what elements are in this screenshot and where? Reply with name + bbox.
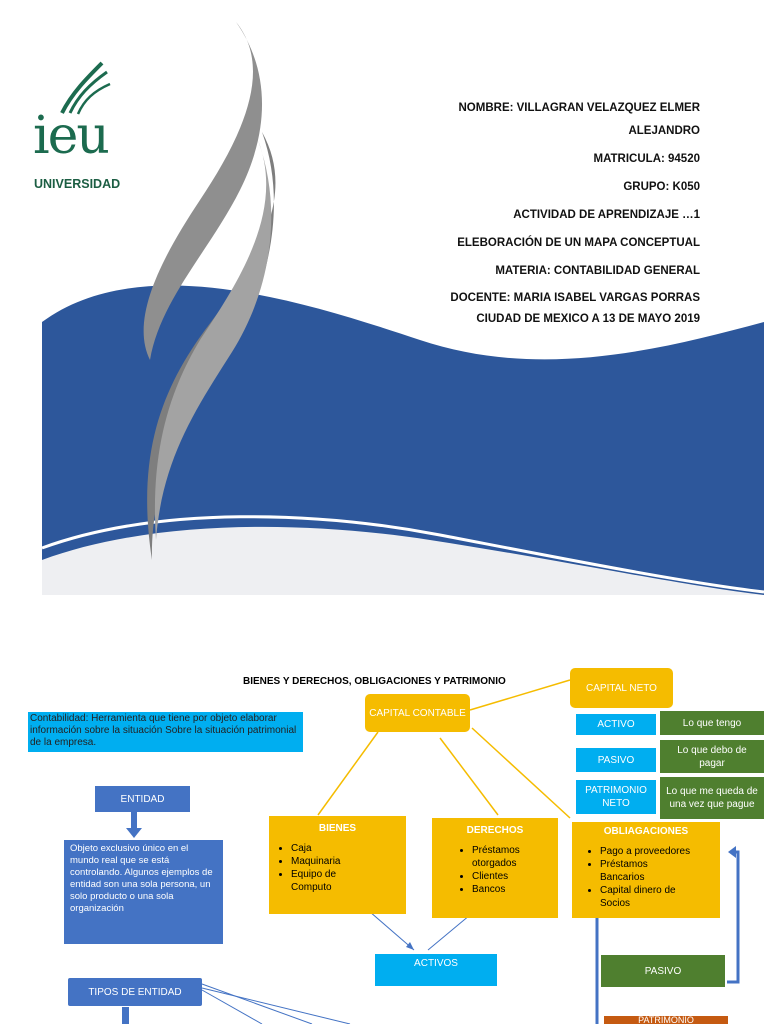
capital-neto-box: CAPITAL NETO	[570, 668, 673, 708]
list-item: Bancos	[472, 883, 554, 896]
patrimonio-neto-box: PATRIMONIO NETO	[576, 780, 656, 814]
pasivo-desc-box: Lo que debo de pagar	[660, 740, 764, 773]
logo-university: UNIVERSIDAD	[34, 177, 121, 191]
cover-elaboracion: ELEBORACIÓN DE UN MAPA CONCEPTUAL	[457, 237, 700, 249]
activos-box: ACTIVOS	[375, 954, 497, 986]
cover-wave-graphic	[41, 22, 765, 595]
obligaciones-title: OBLIAGACIONES	[603, 826, 689, 837]
bienes-box: BIENES Caja Maquinaria Equipo de Computo	[269, 816, 406, 914]
capital-contable-box: CAPITAL CONTABLE	[365, 694, 470, 732]
cover-actividad: ACTIVIDAD DE APRENDIZAJE …1	[513, 209, 700, 221]
list-item: Maquinaria	[291, 855, 402, 868]
patrimonio-desc-box: Lo que me queda de una vez que pague	[660, 777, 764, 819]
derechos-box: DERECHOS Préstamos otorgados Clientes Ba…	[432, 818, 558, 918]
list-item: Capital dinero de Socios	[600, 884, 690, 910]
list-item: Préstamos otorgados	[472, 844, 532, 870]
obligaciones-list: Pago a proveedores Préstamos Bancarios C…	[576, 845, 716, 910]
entidad-box: ENTIDAD	[95, 786, 190, 812]
activo-desc-box: Lo que tengo	[660, 711, 764, 735]
list-item: Clientes	[472, 870, 554, 883]
definition-box: Contabilidad: Herramienta que tiene por …	[28, 712, 303, 752]
obligaciones-box: OBLIAGACIONES Pago a proveedores Préstam…	[572, 822, 720, 918]
list-item: Caja	[291, 842, 402, 855]
patrimonio-cut-box: PATRIMONIO	[604, 1016, 728, 1024]
cover-materia: MATERIA: CONTABILIDAD GENERAL	[495, 265, 700, 277]
logo-wing-icon	[60, 61, 111, 115]
concept-map-page: BIENES Y DERECHOS, OBLIGACIONES Y PATRIM…	[0, 600, 768, 1024]
entidad-desc-box: Objeto exclusivo único en el mundo real …	[64, 840, 223, 944]
pasivo-green-box: PASIVO	[601, 955, 725, 987]
cover-ciudad: CIUDAD DE MEXICO A 13 DE MAYO 2019	[476, 313, 700, 325]
list-item: Equipo de Computo	[291, 868, 361, 894]
derechos-title: DERECHOS	[466, 825, 524, 836]
derechos-list: Préstamos otorgados Clientes Bancos	[436, 844, 554, 896]
cover-page: ieu UNIVERSIDAD NOMBRE: VILLAGRAN VELAZQ…	[33, 22, 765, 595]
bienes-list: Caja Maquinaria Equipo de Computo	[273, 842, 402, 894]
cover-nombre-line2: ALEJANDRO	[628, 125, 700, 137]
bienes-title: BIENES	[318, 823, 357, 834]
tipos-entidad-box: TIPOS DE ENTIDAD	[68, 978, 202, 1006]
list-item: Pago a proveedores	[600, 845, 716, 858]
logo-letters: ieu	[33, 106, 110, 166]
activo-box: ACTIVO	[576, 714, 656, 735]
cover-matricula: MATRICULA: 94520	[593, 153, 701, 165]
list-item: Préstamos Bancarios	[600, 858, 660, 884]
cover-docente: DOCENTE: MARIA ISABEL VARGAS PORRAS	[450, 292, 700, 304]
pasivo-box: PASIVO	[576, 748, 656, 772]
cover-grupo: GRUPO: K050	[623, 181, 700, 193]
map-title: BIENES Y DERECHOS, OBLIGACIONES Y PATRIM…	[243, 676, 506, 687]
cover-nombre-line1: NOMBRE: VILLAGRAN VELAZQUEZ ELMER	[458, 102, 701, 114]
